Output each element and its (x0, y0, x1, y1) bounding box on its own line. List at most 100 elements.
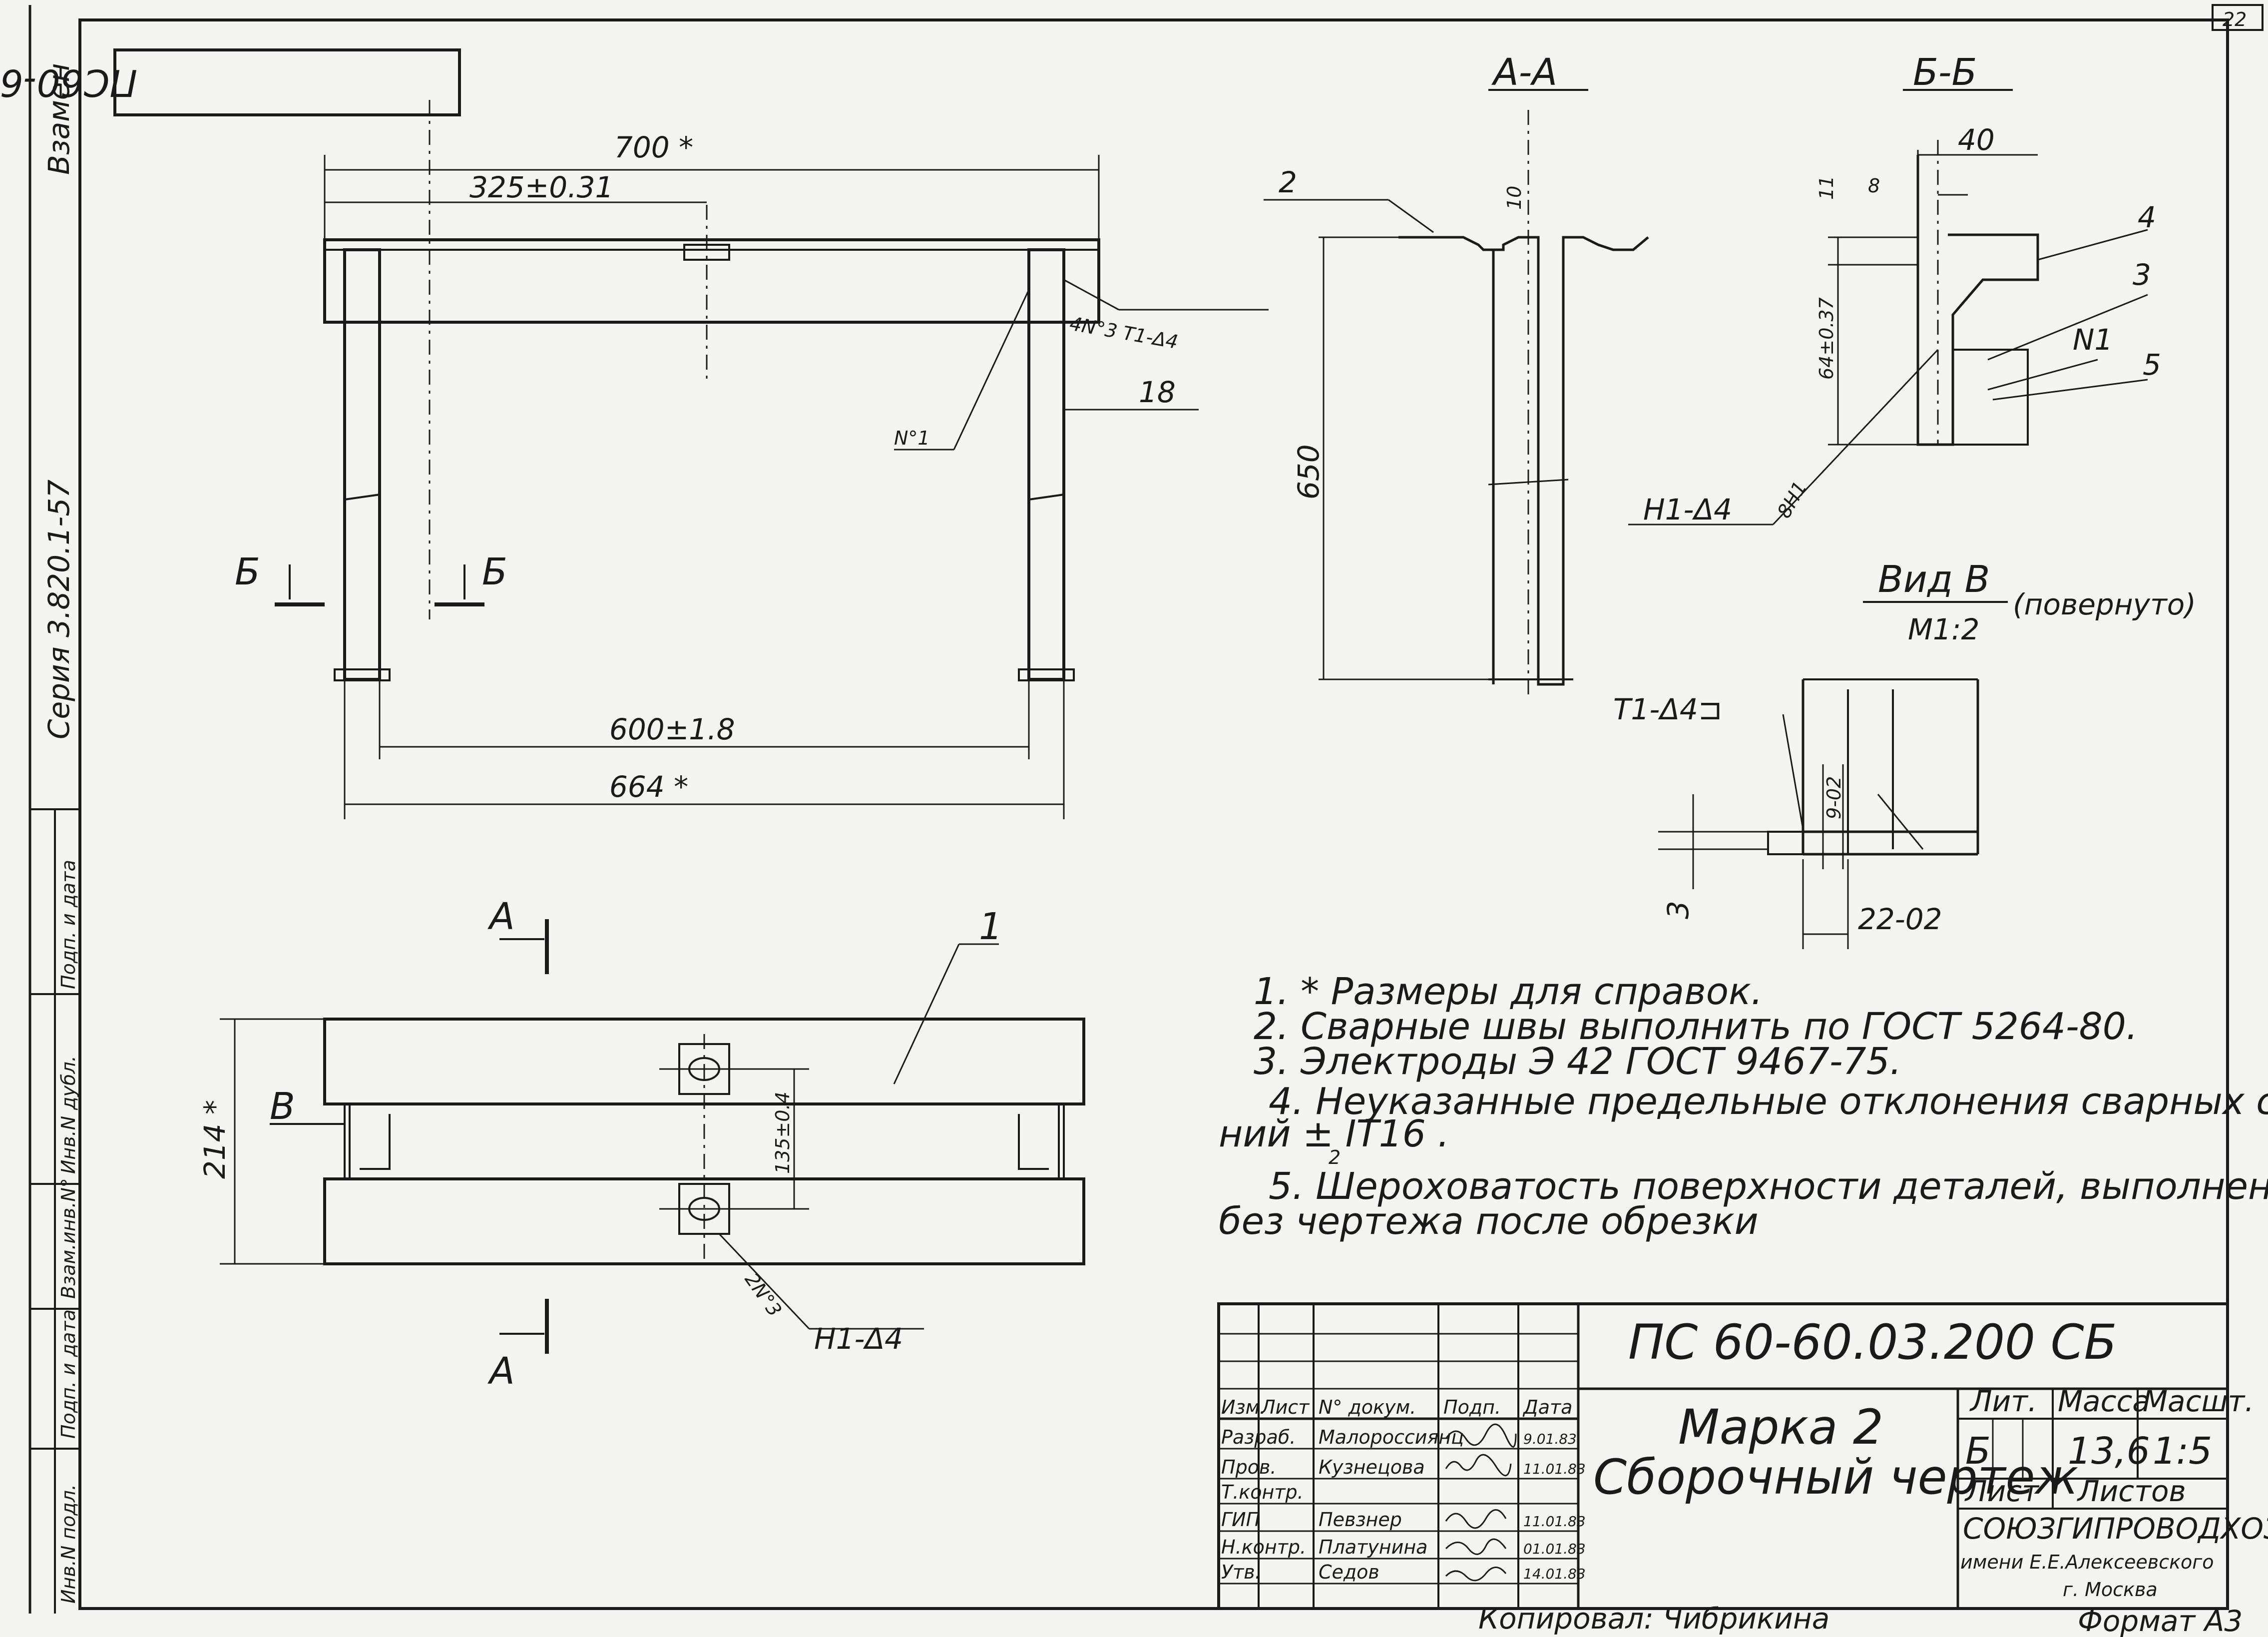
side-podp-data-2: Подп. и дата (57, 860, 79, 989)
note-4b: ний ± IT16 . (1219, 1112, 1449, 1155)
section-bb-pos5: 5 (2143, 348, 2161, 382)
hdr-dokum: N° докум. (1319, 1396, 1416, 1418)
note-5: 5. Шероховатость поверхности деталей, вы… (1269, 1165, 2268, 1208)
section-bb-dim40: 40 (1958, 123, 1995, 157)
org-line-1: СОЮЗГИПРОВОДХОЗ (1963, 1512, 2268, 1546)
side-vzamen: Взамен (42, 63, 76, 175)
dim-664: 664 * (609, 770, 688, 804)
plan-dim135: 135±0.4 (772, 1091, 794, 1174)
section-aa-title: А-А (1491, 51, 1557, 94)
hdr-izm: Изм. (1221, 1396, 1266, 1418)
view-v-dim22: 22-02 (1858, 902, 1942, 936)
main-top-plate (323, 238, 1100, 324)
row-role-3: Т.контр. (1221, 1481, 1304, 1503)
hdr-list: Лист (1260, 1396, 1310, 1418)
org-line-3: г. Москва (2063, 1579, 2158, 1601)
plan-top-bar (323, 1018, 1085, 1105)
designation: ПС 60-60.03.200 СБ (1628, 1314, 2117, 1370)
view-v-title: Вид В (1878, 558, 1990, 601)
note-2: 2. Сварные швы выполнить по ГОСТ 5264-80… (1254, 1005, 2138, 1048)
section-bb-dim64: 64±0.37 (1815, 297, 1837, 380)
listov-label: Листов (2077, 1474, 2186, 1508)
plan-pos1: 1 (979, 905, 1002, 948)
view-v-dim9: 9-02 (1823, 776, 1845, 819)
section-bb-pos3: 3 (2133, 258, 2151, 292)
row-date-6: 14.01.83 (1523, 1566, 1586, 1582)
cut-b-left: Б (235, 550, 260, 593)
row-role-6: Утв. (1221, 1561, 1261, 1583)
footer-copied: Копировал: Чибрикина (1478, 1602, 1829, 1636)
lit-label: Лит. (1969, 1384, 2037, 1418)
signatures (1445, 1423, 1517, 1582)
dim-18: 18 (1139, 375, 1176, 409)
cut-b-right: Б (482, 550, 507, 593)
hdr-podp: Подп. (1443, 1396, 1501, 1418)
plan-weld-bottom: 2N°3 (741, 1269, 786, 1321)
row-date-2: 11.01.83 (1523, 1461, 1586, 1477)
section-bb-title: Б-Б (1913, 51, 1977, 94)
view-v-scale: М1:2 (1908, 612, 1979, 646)
list-label: Лист (1964, 1474, 2040, 1508)
org-line-2: имени Е.Е.Алексеевского (1960, 1551, 2214, 1573)
section-bb-dim8: 8 (1868, 175, 1880, 197)
section-bb-pos4: 4 (2138, 200, 2156, 234)
masht-value: 1:5 (2153, 1430, 2212, 1473)
row-role-1: Разраб. (1221, 1426, 1296, 1448)
cut-a-bottom: А (487, 1350, 515, 1393)
side-podp-data: Подп. и дата (57, 1309, 79, 1439)
cut-a-top: А (487, 895, 515, 938)
footer-format: Формат А3 (2078, 1604, 2243, 1637)
drawing-name-1: Марка 2 (1678, 1399, 1883, 1455)
row-role-4: ГИП (1221, 1509, 1260, 1531)
side-inv-podl: Инв.N подл. (57, 1484, 79, 1604)
section-bb-weld2: 8H1 (1773, 478, 1812, 522)
main-left-post (343, 248, 381, 681)
row-date-5: 01.01.83 (1523, 1541, 1586, 1557)
view-v-weld: T1-Δ4⊐ (1613, 692, 1722, 726)
row-role-5: Н.контр. (1221, 1536, 1306, 1558)
note-4-fraction: 2 (1329, 1146, 1341, 1168)
plan-dim214: 214 * (198, 1100, 232, 1179)
lit-value: Б (1965, 1430, 1991, 1473)
drawing-frame (78, 18, 2229, 1610)
note-5b: без чертежа после обрезки (1219, 1200, 1759, 1243)
row-name-5: Платунина (1319, 1536, 1427, 1558)
hdr-data: Дата (1522, 1396, 1572, 1418)
row-date-4: 11.01.83 (1523, 1513, 1586, 1530)
masht-label: Масшт. (2143, 1384, 2254, 1418)
dim-600: 600±1.8 (609, 712, 735, 746)
sheet-number: 22 (2223, 8, 2247, 30)
title-block (1217, 1302, 2229, 1610)
leader-n1: N°1 (894, 427, 930, 449)
row-date-1: 9.01.83 (1523, 1431, 1577, 1447)
view-v-rotated: (повернуто) (2013, 587, 2196, 621)
dim-325: 325±0.31 (469, 170, 613, 204)
side-inv-dubl: Инв.N дубл. (57, 1056, 79, 1174)
drawing-name-2: Сборочный чертеж (1593, 1449, 2078, 1505)
row-name-1: Малороссиянц (1319, 1426, 1464, 1448)
section-aa-dim10: 10 (1503, 186, 1525, 210)
row-name-2: Кузнецова (1319, 1456, 1425, 1478)
section-aa-pos2: 2 (1279, 165, 1297, 199)
weld-top: 4N°3 T1-Δ4 (1068, 313, 1179, 353)
mirrored-stamp: ПС60-60.03.200 СБ (0, 61, 137, 104)
note-3: 3. Электроды Э 42 ГОСТ 9467-75. (1254, 1040, 1901, 1083)
section-bb-weld: H1-Δ4 (1643, 493, 1732, 527)
row-role-2: Пров. (1221, 1456, 1276, 1478)
note-4: 4. Неуказанные предельные отклонения сва… (1269, 1080, 2268, 1123)
side-vzam-inv: Взам.инв.N° (57, 1178, 79, 1299)
main-right-post (1027, 248, 1065, 681)
massa-label: Масса (2058, 1384, 2150, 1418)
dim-700: 700 * (614, 130, 693, 164)
row-name-4: Певзнер (1319, 1509, 1402, 1531)
massa-value: 13,6 (2068, 1430, 2150, 1473)
plan-weld-bottom2: H1-Δ4 (814, 1322, 903, 1356)
row-name-6: Седов (1319, 1561, 1379, 1583)
plan-view-b: В (270, 1085, 295, 1128)
note-1: 1. * Размеры для справок. (1254, 970, 1763, 1013)
view-v-dim3: 3 (1661, 901, 1695, 919)
section-bb-n1: N1 (2073, 323, 2113, 357)
side-seriya: Серия 3.820.1-57 (42, 480, 76, 739)
section-aa-dim650: 650 (1292, 444, 1326, 500)
